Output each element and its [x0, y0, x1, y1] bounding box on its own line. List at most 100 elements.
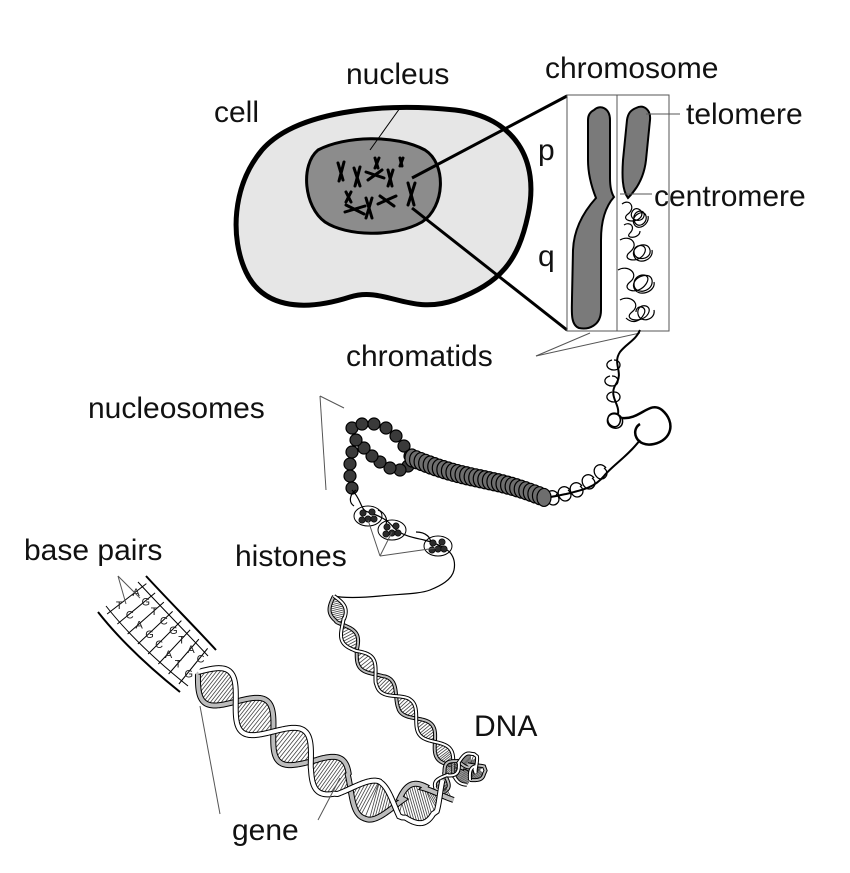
base-letter: T [151, 606, 158, 618]
ladder-backbone-right-2 [137, 581, 209, 657]
base-letter: A [165, 649, 173, 661]
helix-rung [329, 605, 345, 610]
helix-rung [398, 698, 410, 710]
helix-rung [440, 752, 453, 762]
helix-rung [380, 680, 393, 693]
helix-rung [198, 668, 216, 690]
helix-rung [236, 697, 258, 724]
base-letter: G [142, 597, 151, 609]
helix-rung [314, 756, 337, 788]
dna-helix [194, 594, 488, 827]
helix-rung [383, 683, 394, 694]
chromosome-box [566, 94, 670, 332]
histone-protein [434, 545, 442, 553]
nucleosome-bead [345, 481, 359, 495]
label-centromere: centromere [654, 180, 806, 213]
helix-rung [377, 787, 386, 818]
gene-pointer-1 [199, 705, 221, 815]
histone-wrap [377, 519, 407, 541]
helix-rung [438, 750, 452, 761]
cell-group [233, 94, 568, 332]
histones-pointer-1 [367, 519, 381, 557]
chromosome-group [535, 94, 680, 357]
helix-rung [408, 785, 421, 824]
helix-rung [435, 745, 448, 755]
helix-rung [241, 700, 267, 732]
helix-rung [201, 668, 226, 700]
base-letter: G [169, 625, 178, 637]
base-letter: C [155, 639, 163, 651]
histone-protein [358, 516, 366, 524]
base-pair-rung [106, 583, 147, 615]
label-nucleus: nucleus [346, 58, 449, 91]
helix-rung [371, 783, 383, 820]
chromatids-pointer-1 [535, 332, 591, 357]
helix-rung [289, 739, 311, 766]
histone-protein [429, 539, 437, 547]
helix-rung [401, 702, 414, 714]
helix-rung [415, 783, 427, 822]
ladder-backbone-right [145, 575, 217, 651]
histone-protein [440, 545, 448, 553]
base-letter: C [197, 653, 205, 665]
nucleosome-bead [536, 487, 552, 508]
helix-rung [422, 728, 435, 738]
helix-rung [343, 636, 358, 645]
helix-rung [329, 603, 344, 608]
histone-wrap [353, 505, 383, 527]
helix-rung [320, 760, 344, 794]
helix-rung [214, 680, 235, 706]
helix-rung [458, 768, 469, 783]
histone-protein [370, 515, 378, 523]
helix-rung [282, 733, 308, 765]
base-pair-rung [158, 629, 191, 665]
helix-rung [239, 698, 265, 730]
helix-rung [198, 667, 220, 694]
helix-rung [200, 668, 223, 697]
nucleosome-bead [349, 433, 363, 447]
zoom-line-bottom [411, 206, 568, 332]
helix-rung [357, 780, 377, 815]
helix-rung [315, 757, 340, 790]
label-base-pairs: base pairs [24, 534, 162, 567]
base-letter: T [175, 659, 182, 671]
helix-rung [208, 674, 233, 705]
helix-rung [285, 736, 309, 766]
helix-rung [330, 609, 346, 614]
helix-rung [354, 780, 371, 809]
base-letter: A [132, 587, 140, 599]
coiled-chromatin [617, 201, 655, 323]
helix-rung [377, 677, 389, 689]
base-letter: A [136, 619, 144, 631]
nucleosome-bead [397, 439, 411, 453]
helix-rung [250, 708, 273, 736]
nucleus-pointer [369, 107, 401, 151]
helix-rung [420, 725, 434, 737]
helix-rung [237, 697, 262, 728]
helix-strand [195, 671, 455, 822]
helix-rung [363, 662, 376, 672]
base-letter: G [185, 668, 194, 680]
base-pair-rung [147, 620, 182, 655]
nucleosome-bead [355, 417, 369, 431]
nucleosomes-pointer-1 [319, 395, 345, 409]
base-letter: T [116, 600, 123, 612]
gene-pointer-2 [317, 777, 341, 821]
histone-protein [382, 530, 390, 538]
helix-rung [218, 684, 236, 706]
nucleus-shape [305, 137, 442, 235]
helix-rung [457, 768, 468, 782]
helix-rung [243, 702, 270, 734]
helix-rung [399, 700, 413, 712]
label-histones: histones [235, 540, 347, 573]
helix-rung [445, 764, 456, 775]
helix-rung [470, 769, 481, 780]
nucleosome-bead [343, 469, 357, 483]
base-pair-rung [168, 638, 200, 675]
nucleosome-bead [367, 417, 381, 431]
label-dna: DNA [474, 710, 537, 743]
helix-rung [364, 781, 380, 819]
